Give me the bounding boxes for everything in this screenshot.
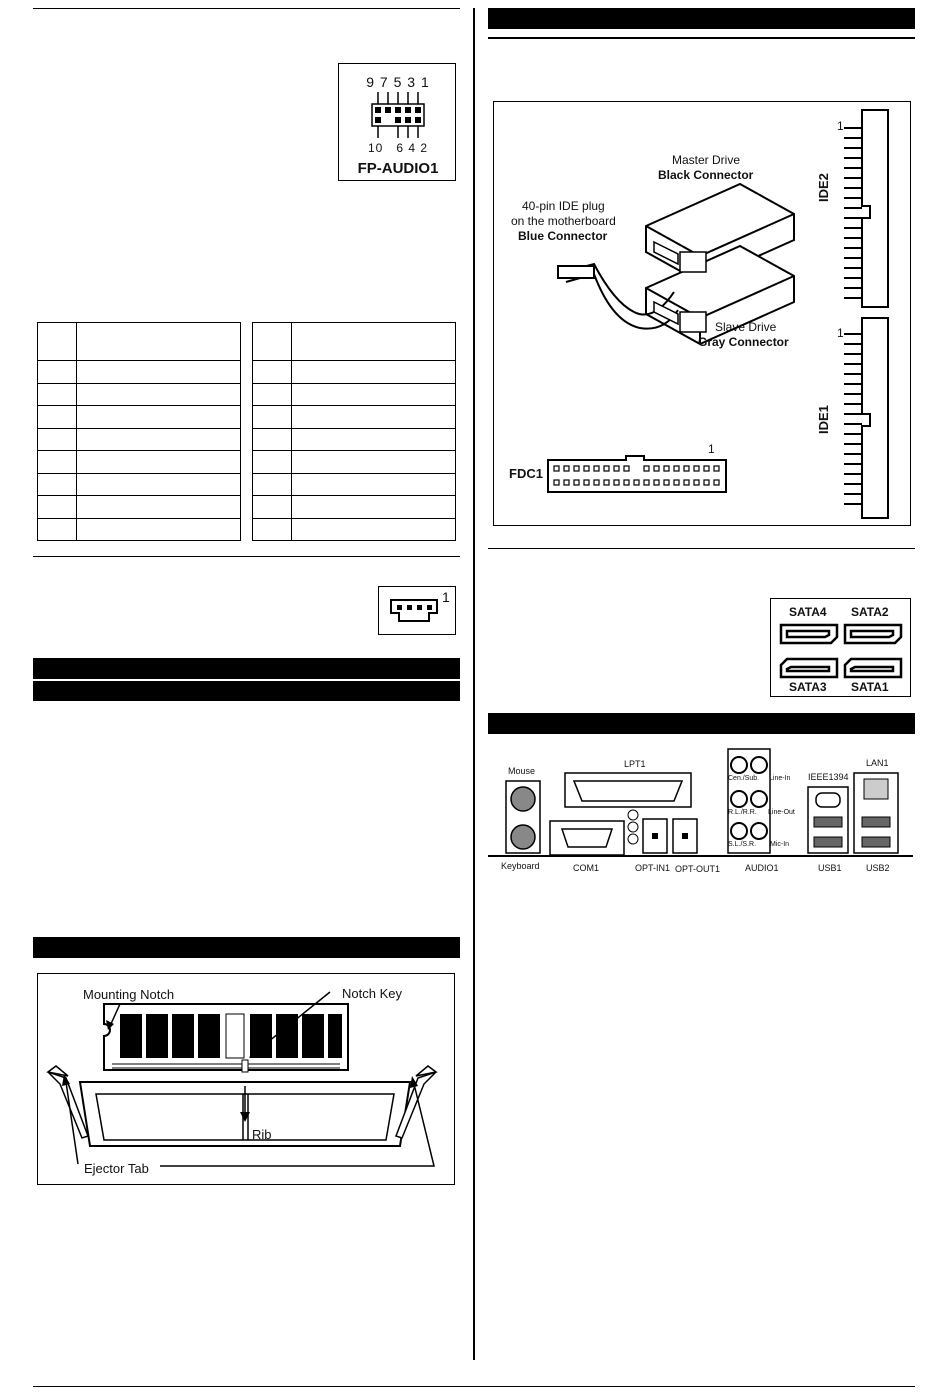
ide2-label: IDE2 [816, 173, 831, 202]
ide-section-header-bar [488, 8, 915, 29]
line-out-label: Line-Out [768, 809, 795, 816]
slave-drive-label: Slave Drive [715, 320, 777, 334]
cd-in-connector-graphic [390, 599, 438, 622]
lan1-label: LAN1 [866, 758, 889, 768]
mouse-label: Mouse [508, 766, 536, 776]
fp-audio-bottom-pins: 10 6 4 2 [367, 141, 429, 155]
fp-audio-top-pins: 9 7 5 3 1 [366, 74, 430, 90]
fdc-label: FDC1 [509, 466, 543, 481]
rl-rr-label: R.L./R.R. [728, 809, 757, 816]
audio1-label: AUDIO1 [745, 863, 779, 873]
master-drive-label: Master Drive [672, 153, 741, 167]
usb2-label: USB2 [866, 863, 890, 873]
sata-figure: SATA4 SATA2 SATA3 SATA1 [770, 598, 911, 697]
pin-table-right [252, 322, 456, 541]
fp-audio-figure: 9 7 5 3 1 10 6 4 2 FP-AUDIO1 [338, 63, 456, 181]
ide2-pin-one: 1 [837, 119, 844, 133]
fp-audio-header-graphic [371, 92, 425, 138]
mic-in-label: Mic-In [770, 841, 790, 848]
opt-in1-label: OPT-IN1 [635, 863, 671, 873]
fp-audio-label: FP-AUDIO1 [357, 160, 439, 177]
dimm-section-header-bar [33, 937, 460, 958]
sata2-label: SATA2 [851, 605, 889, 619]
section-header-bar [33, 658, 460, 679]
sata1-label: SATA1 [851, 680, 889, 694]
rear-panel-diagram [488, 748, 913, 857]
cd-in-pin-one: 1 [442, 589, 450, 605]
rule-after-table [33, 556, 460, 557]
cd-in-figure: 1 [378, 586, 456, 635]
ide-fdc-diagram [547, 109, 889, 519]
sata-connectors-graphic [779, 623, 903, 679]
ide1-pin-one: 1 [837, 326, 844, 340]
opt-out1-label: OPT-OUT1 [675, 864, 721, 874]
ide-plug-label-1: 40-pin IDE plug [522, 199, 605, 213]
ieee1394-label: IEEE1394 [808, 772, 849, 782]
top-rule-left [33, 8, 460, 9]
rear-panel-figure: Mouse Keyboard LPT1 COM1 OPT-IN1 OPT-OUT… [488, 745, 915, 880]
dimm-figure: Mounting Notch Notch Key Rib Ejector Tab [37, 973, 455, 1185]
ide1-label: IDE1 [816, 405, 831, 434]
keyboard-label: Keyboard [501, 861, 540, 871]
gray-connector-label: Gray Connector [698, 335, 789, 349]
sata-section-rule [488, 548, 915, 549]
rib-label: Rib [252, 1127, 272, 1142]
sata4-label: SATA4 [789, 605, 827, 619]
usb1-label: USB1 [818, 863, 842, 873]
mounting-notch-label: Mounting Notch [83, 987, 175, 1002]
ide-fdc-figure: Master Drive Black Connector 40-pin IDE … [493, 101, 911, 526]
sl-sr-label: S.L./S.R. [728, 841, 757, 848]
rear-panel-header-bar [488, 713, 915, 734]
lpt1-label: LPT1 [624, 759, 646, 769]
column-divider [473, 8, 475, 1360]
section-subheader-bar [33, 681, 460, 701]
ide-section-rule [488, 37, 915, 39]
black-connector-label: Black Connector [658, 168, 754, 182]
ide-plug-label-2: on the motherboard [511, 214, 616, 228]
fdc-pin-one: 1 [708, 442, 715, 456]
pin-table-left [37, 322, 241, 541]
notch-key-label: Notch Key [342, 986, 402, 1001]
bottom-rule [33, 1386, 915, 1387]
line-in-label: Line-In [769, 775, 791, 782]
com1-label: COM1 [573, 863, 600, 873]
dimm-diagram [46, 991, 438, 1167]
sata3-label: SATA3 [789, 680, 827, 694]
blue-connector-label: Blue Connector [518, 229, 608, 243]
cen-sub-label: Cen./Sub. [728, 775, 760, 782]
ejector-tab-label: Ejector Tab [84, 1161, 149, 1176]
